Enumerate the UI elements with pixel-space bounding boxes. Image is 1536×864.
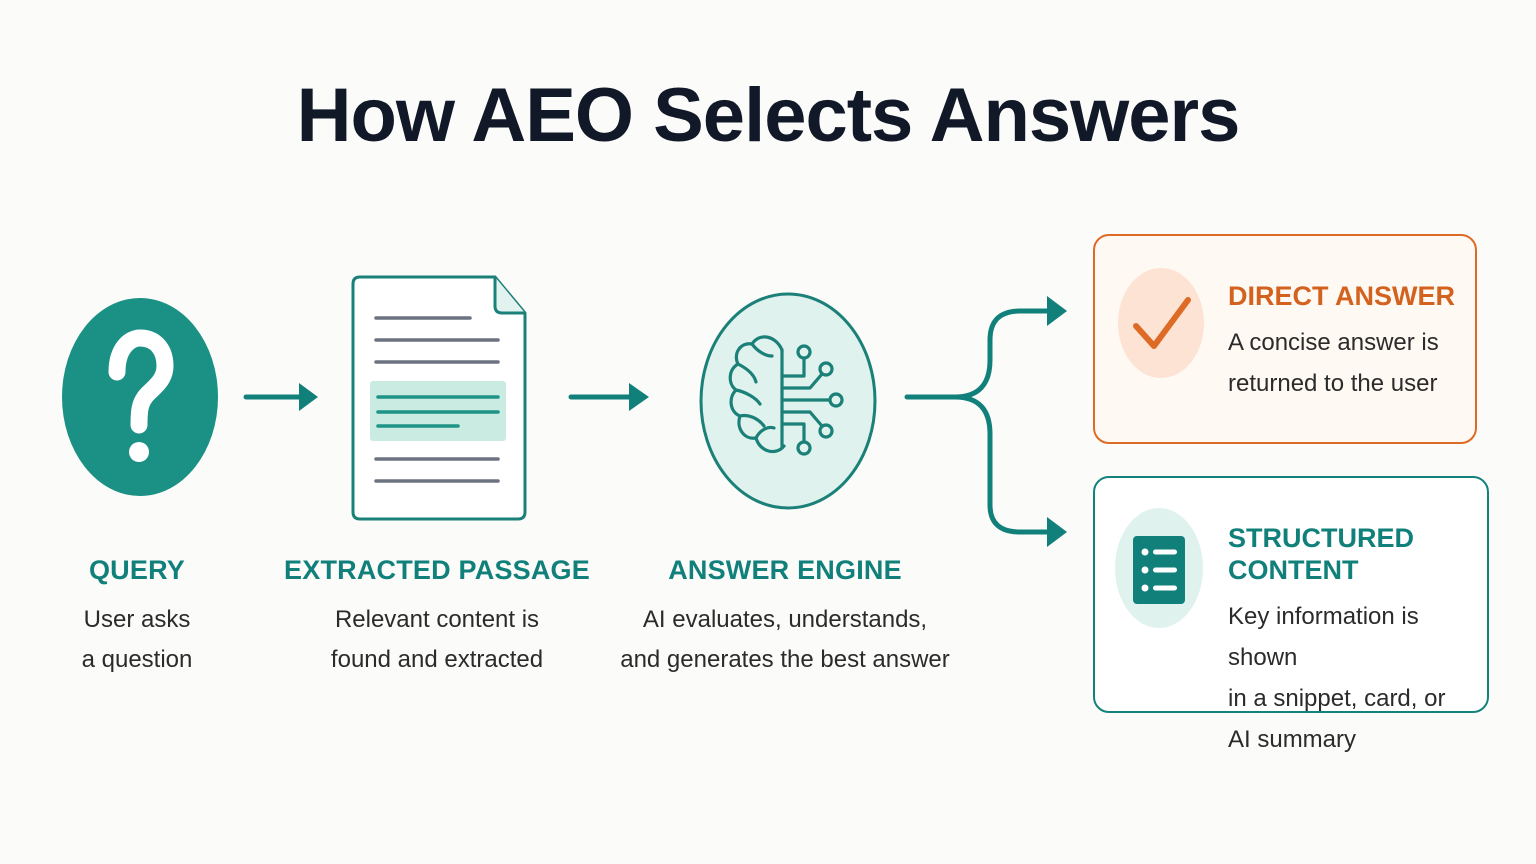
direct-answer-card: DIRECT ANSWER A concise answer is return… — [1093, 234, 1477, 444]
step-title: QUERY — [88, 555, 185, 585]
branch-arrow — [904, 296, 1067, 547]
step-query: QUERY User asks a question — [0, 554, 337, 680]
card-desc-line: in a snippet, card, or — [1228, 685, 1446, 712]
step-desc-line: found and extracted — [330, 646, 544, 673]
card-desc-line: AI summary — [1228, 726, 1357, 753]
card-description: A concise answer is returned to the user — [1228, 322, 1465, 404]
step-desc-line: User asks — [83, 606, 191, 633]
step-title: EXTRACTED PASSAGE — [284, 555, 590, 585]
step-description: User asks a question — [0, 600, 337, 680]
brain-circuit-icon — [699, 292, 877, 510]
step-desc-line: Relevant content is — [334, 606, 540, 633]
card-description: Key information is shown in a snippet, c… — [1228, 596, 1477, 760]
checkmark-icon — [1133, 297, 1191, 349]
step-description: Relevant content is found and extracted — [237, 600, 637, 680]
checkmark-icon-badge — [1118, 268, 1204, 378]
list-icon-badge — [1115, 508, 1203, 628]
step-description: AI evaluates, understands, and generates… — [585, 600, 985, 680]
step-desc-line: a question — [81, 646, 193, 673]
card-title: STRUCTURED CONTENT — [1228, 523, 1414, 585]
question-mark-icon — [62, 298, 218, 496]
step-extracted-passage: EXTRACTED PASSAGE Relevant content is fo… — [237, 554, 637, 680]
card-desc-line: Key information is shown — [1228, 603, 1419, 671]
step-answer-engine: ANSWER ENGINE AI evaluates, understands,… — [585, 554, 985, 680]
step-desc-line: AI evaluates, understands, — [642, 606, 928, 633]
arrow-passage-to-engine — [568, 383, 649, 411]
list-icon — [1133, 536, 1185, 604]
arrow-query-to-passage — [243, 383, 318, 411]
structured-content-card: STRUCTURED CONTENT Key information is sh… — [1093, 476, 1489, 753]
step-title: ANSWER ENGINE — [668, 555, 902, 585]
step-desc-line: and generates the best answer — [620, 646, 950, 673]
card-title: DIRECT ANSWER — [1228, 281, 1455, 311]
card-desc-line: A concise answer is — [1228, 329, 1439, 356]
page-title: How AEO Selects Answers — [296, 73, 1241, 158]
document-icon — [351, 275, 527, 521]
card-desc-line: returned to the user — [1228, 370, 1438, 397]
